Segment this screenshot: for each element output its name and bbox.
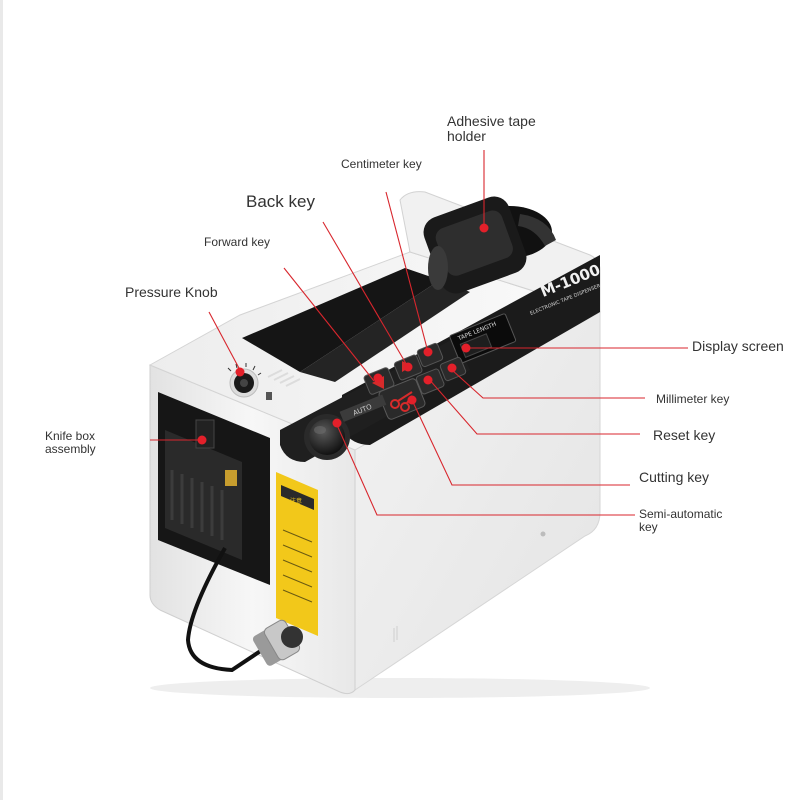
tape-cavity — [242, 268, 440, 372]
label-adhesive-tape-holder: Adhesive tape holder — [447, 113, 536, 144]
leader-pressure-knob — [208, 311, 241, 371]
dot-semi-automatic — [332, 418, 342, 428]
leader-forward-key — [283, 267, 375, 382]
label-forward-key: Forward key — [204, 235, 271, 249]
left-edge-strip — [0, 0, 3, 800]
tape-holder — [423, 196, 556, 294]
leader-cutting-key — [411, 399, 630, 486]
leader-lines — [150, 150, 688, 516]
label-centimeter-key: Centimeter key — [341, 157, 422, 171]
ground-shadow — [150, 678, 650, 698]
warning-sticker: 注意 — [276, 472, 318, 636]
guide-rollers — [267, 369, 301, 387]
power-cable — [185, 547, 303, 673]
side-vents — [393, 626, 398, 642]
label-semi-automatic-key: Semi-automatic key — [639, 507, 723, 534]
cable-connector — [252, 619, 303, 666]
pressure-knob[interactable] — [227, 363, 272, 400]
label-cutting-key: Cutting key — [639, 469, 710, 485]
dot-adhesive-tape-holder — [479, 223, 489, 233]
label-reset-key: Reset key — [653, 427, 716, 443]
cutting-key[interactable] — [378, 378, 426, 421]
dot-forward-key — [373, 373, 383, 383]
dot-back-key — [403, 362, 413, 372]
dot-display-screen — [461, 343, 471, 353]
tape-cavity-inner — [300, 280, 470, 382]
label-millimeter-key: Millimeter key — [656, 392, 730, 406]
label-knife-box-assembly: Knife box assembly — [45, 429, 96, 456]
leader-back-key — [322, 221, 409, 368]
marker-dots — [197, 223, 489, 445]
dot-cutting-key — [407, 395, 417, 405]
side-screw — [540, 531, 546, 537]
label-pressure-knob: Pressure Knob — [125, 284, 218, 300]
leader-semi-automatic — [336, 424, 635, 516]
semi-automatic-dial[interactable] — [304, 414, 350, 460]
label-back-key: Back key — [246, 192, 315, 211]
label-display-screen: Display screen — [692, 338, 784, 354]
dot-pressure-knob — [235, 367, 245, 377]
dot-reset-key — [423, 375, 433, 385]
dot-knife-box — [197, 435, 207, 445]
leader-centimeter-key — [385, 191, 429, 353]
dot-centimeter-key — [423, 347, 433, 357]
leader-reset-key — [427, 377, 640, 435]
warning-title: 注意 — [290, 497, 302, 505]
dot-millimeter-key — [447, 363, 457, 373]
leader-millimeter-key — [451, 369, 645, 399]
